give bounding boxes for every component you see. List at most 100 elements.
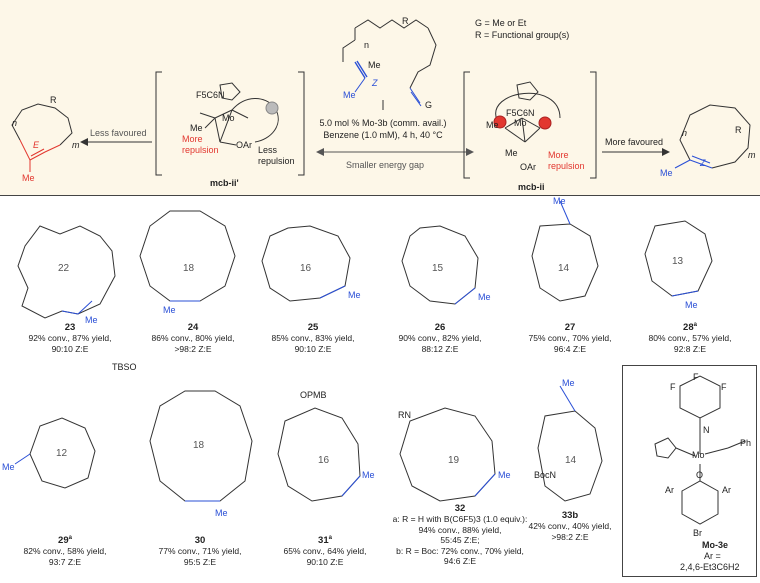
mo3e-f-right: F xyxy=(721,382,727,392)
label-me-27: Me xyxy=(553,196,566,206)
section-divider xyxy=(0,195,760,196)
more-favoured-label: More favoured xyxy=(605,137,664,147)
compound-32-a-line3: 55:45 Z:E; xyxy=(440,535,480,545)
compound-number: 32 xyxy=(454,503,466,514)
compound-ratio: 90:10 Z:E xyxy=(306,556,344,567)
label-me-24: Me xyxy=(163,305,176,315)
e-macrocycle-r-label: R xyxy=(50,95,57,105)
compound-yield: 92% conv., 87% yield, xyxy=(28,333,112,343)
compound-32-b-line1: b: R = Boc: 72% conv., 70% yield, xyxy=(396,545,524,556)
mo3e-ar-right: Ar xyxy=(722,485,731,495)
mo3e-n-label: N xyxy=(703,425,710,435)
product-28: 28a 80% conv., 57% yield, 92:8 Z:E xyxy=(630,322,750,354)
mo3e-f-top: F xyxy=(693,372,699,382)
mcb-right-me2: Me xyxy=(505,148,518,158)
compound-ratio: 95:5 Z:E xyxy=(183,556,217,567)
compound-number: 25 xyxy=(307,322,319,333)
compound-ratio: 93:7 Z:E xyxy=(48,556,82,567)
mo3e-ph-label: Ph xyxy=(740,438,752,448)
product-24: 24 86% conv., 80% yield, >98:2 Z:E xyxy=(133,322,253,354)
mcb-left-mo: Mo xyxy=(222,113,235,123)
e-macrocycle-me-label: Me xyxy=(22,173,35,183)
ring-size-29: 12 xyxy=(56,448,68,459)
mcb-left-more-repulsion: More repulsion xyxy=(182,134,219,155)
compound-number: 28a xyxy=(683,322,697,334)
mo3e-o-label: O xyxy=(696,470,704,480)
product-29: 29a 82% conv., 58% yield, 93:7 Z:E xyxy=(5,535,125,567)
ring-size-25: 16 xyxy=(300,263,312,274)
label-me-28: Me xyxy=(685,300,698,310)
compound-yield: 90% conv., 82% yield, xyxy=(398,333,482,343)
product-23: 23 92% conv., 87% yield, 90:10 Z:E xyxy=(10,322,130,354)
compound-number: 31a xyxy=(318,535,332,547)
substrate-z-label: Z xyxy=(372,78,378,88)
compound-yield: 80% conv., 57% yield, xyxy=(648,333,732,344)
mo3e-catalyst-box xyxy=(622,365,757,577)
compound-ratio: 90:10 Z:E xyxy=(294,343,332,354)
less-favoured-label: Less favoured xyxy=(90,128,147,138)
compound-yield: 65% conv., 64% yield, xyxy=(283,546,367,557)
label-me-31: Me xyxy=(362,470,375,480)
ring-24 xyxy=(139,210,236,302)
compound-ratio: >98:2 Z:E xyxy=(551,531,589,542)
mcb-right-more-repulsion: More repulsion xyxy=(548,150,585,171)
conditions-line-1: 5.0 mol % Mo-3b (comm. avail.) xyxy=(319,118,447,128)
substrate-r-label: R xyxy=(402,16,409,26)
mcb-left-f5c6n: F5C6N xyxy=(196,90,225,100)
label-me-30: Me xyxy=(215,508,228,518)
product-25: 25 85% conv., 83% yield, 90:10 Z:E xyxy=(253,322,373,354)
compound-ratio: 88:12 Z:E xyxy=(421,343,459,354)
compound-number: 27 xyxy=(564,322,576,333)
ring-size-32: 19 xyxy=(448,455,460,466)
diene-substrate xyxy=(342,19,437,107)
mo3e-f-left: F xyxy=(670,382,676,392)
compound-yield: 75% conv., 70% yield, xyxy=(528,333,612,343)
product-33b: 33b 42% conv., 40% yield, >98:2 Z:E xyxy=(515,510,625,542)
ring-27 xyxy=(531,223,599,302)
mo3e-ar-definition: Ar = xyxy=(704,551,721,561)
ligand-sphere-red-right xyxy=(538,116,552,130)
mcb-left-oar: OAr xyxy=(236,140,253,150)
ring-size-33b: 14 xyxy=(565,455,577,466)
mechanism-scheme-panel: n R Me Z Me G G = Me or Et R = Functiona… xyxy=(0,0,760,195)
label-me-25: Me xyxy=(348,290,361,300)
compound-32-a-line1: a: R = H with B(C6F5)3 (1.0 equiv.): xyxy=(392,514,528,524)
g-definition: G = Me or Et xyxy=(475,18,527,28)
e-label: E xyxy=(33,140,40,150)
ring-size-24: 18 xyxy=(183,263,195,274)
product-27: 27 75% conv., 70% yield, 96:4 Z:E xyxy=(510,322,630,354)
z-label: Z xyxy=(700,158,706,168)
compound-number: 24 xyxy=(187,322,199,333)
left-bracket-open xyxy=(155,71,162,176)
product-structures xyxy=(14,200,746,525)
mo3e-ar-value: 2,4,6-Et3C6H2 xyxy=(680,562,740,572)
label-tbso: TBSO xyxy=(112,362,137,372)
compound-yield: 85% conv., 83% yield, xyxy=(271,333,355,343)
label-rn: RN xyxy=(398,410,411,420)
mcb-right-f5c6n: F5C6N xyxy=(506,108,535,118)
label-me-32: Me xyxy=(498,470,511,480)
z-macrocycle-m-label: m xyxy=(748,150,756,160)
compound-number: 26 xyxy=(434,322,446,333)
energy-gap-label: Smaller energy gap xyxy=(345,160,425,170)
product-32: 32 a: R = H with B(C6F5)3 (1.0 equiv.): … xyxy=(375,503,545,567)
e-macrocycle-n-label: n xyxy=(12,118,18,128)
z-macrocycle-n-label: n xyxy=(682,128,688,138)
compound-yield: 42% conv., 40% yield, xyxy=(528,521,612,531)
compound-yield: 82% conv., 58% yield, xyxy=(23,546,107,557)
mcb-left-label: mcb-ii' xyxy=(210,178,239,188)
compound-yield: 77% conv., 71% yield, xyxy=(158,546,242,556)
ring-size-28: 13 xyxy=(672,256,684,267)
substrate-g-label: G xyxy=(425,100,433,110)
z-macrocycle xyxy=(674,104,751,169)
compound-32-a-line2: 94% conv., 88% yield, xyxy=(418,524,502,535)
compound-number: 30 xyxy=(194,535,206,546)
ring-30 xyxy=(149,390,253,502)
compound-32-b-line2: 94:6 Z:E xyxy=(443,556,477,566)
ring-size-23: 22 xyxy=(58,263,70,274)
ring-33b xyxy=(537,410,603,502)
label-opmb: OPMB xyxy=(300,390,327,400)
label-me-29: Me xyxy=(2,462,15,472)
substrate-me-label-2: Me xyxy=(343,90,356,100)
compound-number: 23 xyxy=(64,322,76,333)
